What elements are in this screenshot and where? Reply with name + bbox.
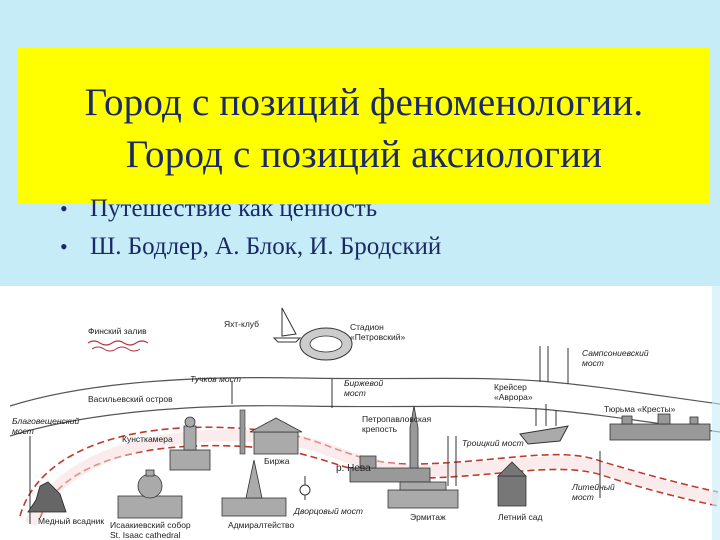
yacht-icon: [272, 307, 302, 343]
gulf-wave-icon: [91, 346, 141, 352]
kunstkamera-icon: [169, 416, 211, 471]
map-label-kresty: Тюрьма «Кресты»: [604, 404, 676, 414]
bridge-line: [447, 436, 457, 486]
peter-paul-fortress-icon: [349, 405, 431, 483]
map-label-samson-bridge: Сампсониевский мост: [582, 348, 649, 368]
bullet-text: Ш. Бодлер, А. Блок, И. Бродский: [90, 233, 442, 260]
aurora-cruiser-icon: [519, 404, 569, 445]
bullet-item: • Ш. Бодлер, А. Блок, И. Бродский: [58, 228, 441, 266]
bridge-line: [539, 346, 549, 382]
map-label-tuchkov-bridge: Тучков мост: [190, 374, 241, 384]
map-label-birzhevoy-bridge: Биржевой мост: [344, 378, 384, 398]
map-label-yacht-club: Яхт-клуб: [224, 319, 260, 329]
map-label-troitsky: Троицкий мост: [462, 438, 524, 448]
gulf-wave-icon: [87, 340, 149, 346]
map-label-admiralty: Адмиралтейство: [228, 520, 295, 530]
bullet-dot-icon: •: [60, 234, 68, 259]
map-label-aurora: Крейсер «Аврора»: [494, 382, 533, 402]
isaac-cathedral-icon: [117, 469, 183, 519]
map-label-summer-garden: Летний сад: [498, 512, 543, 522]
title-box: Город с позиций феноменологии. Город с п…: [18, 47, 710, 204]
slide-title-line-1: Город с позиций феноменологии.: [84, 80, 644, 124]
map-label-kunstkamera: Кунсткамера: [122, 434, 173, 444]
rostral-column-icon: [239, 409, 246, 455]
map-label-isaac: Исаакиевский собор St. Isaac cathedral: [110, 520, 191, 540]
anchor-icon: [299, 484, 311, 496]
kresty-prison-icon: [609, 413, 711, 441]
slide-title-line-2: Город с позиций аксиологии: [125, 132, 603, 176]
map-label-peter-paul: Петропавловская крепость: [362, 414, 432, 434]
river-band-upper: [9, 377, 720, 407]
map-label-neva: р. Нева: [336, 463, 371, 474]
route-map-illustration: [9, 286, 720, 540]
map-label-hermitage: Эрмитаж: [410, 512, 446, 522]
hermitage-icon: [387, 481, 459, 509]
river-band-lower: [9, 405, 720, 437]
map-label-blagoveshchensky: Благовещенский мост: [12, 416, 80, 436]
map-label-bronze-horseman: Медный всадник: [38, 516, 105, 526]
map-label-gulf: Финский залив: [88, 326, 147, 336]
map-label-palace-bridge: Дворцовый мост: [294, 506, 363, 516]
summer-garden-icon: [497, 461, 527, 507]
bullet-list: • Путешествие как ценность • Ш. Бодлер, …: [58, 190, 441, 266]
map-label-stadium: Стадион «Петровский»: [350, 322, 406, 342]
map-label-liteyny: Литейный мост: [572, 482, 615, 502]
birzha-icon: [249, 417, 303, 455]
bullet-item: • Путешествие как ценность: [58, 190, 441, 228]
city-route-map: Финский залив Яхт-клуб Стадион «Петровск…: [0, 286, 720, 540]
bullet-text: Путешествие как ценность: [90, 195, 378, 222]
bronze-horseman-icon: [27, 481, 67, 513]
map-label-birzha: Биржа: [264, 456, 290, 466]
admiralty-icon: [221, 459, 287, 517]
map-label-vasilievsky: Васильевский остров: [88, 394, 173, 404]
bullet-dot-icon: •: [60, 196, 68, 221]
